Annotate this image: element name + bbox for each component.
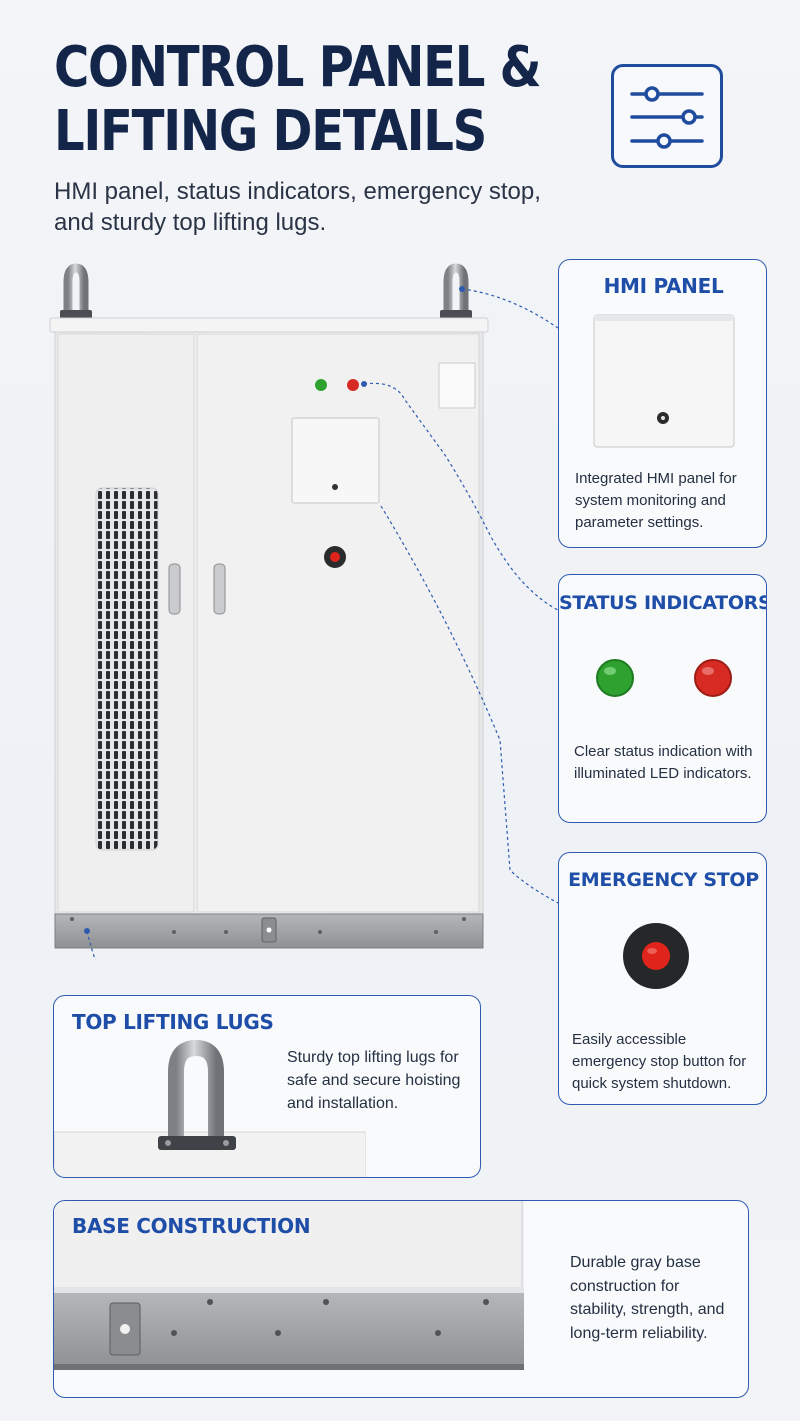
sliders-icon [611, 64, 723, 168]
card-status-indicators: STATUS INDICATORS Clear status indicatio… [558, 574, 767, 823]
base-closeup [54, 1201, 524, 1370]
emergency-stop-cap [330, 552, 340, 562]
card-estop-text: Easily accessible emergency stop button … [572, 1031, 747, 1092]
card-base-title: BASE CONSTRUCTION [72, 1214, 311, 1238]
lifting-lug-closeup [54, 1039, 366, 1177]
left-door-handle [168, 563, 181, 615]
card-lugs-text: Sturdy top lifting lugs for safe and sec… [287, 1049, 461, 1112]
base-bolts [70, 917, 466, 934]
page-subtitle: HMI panel, status indicators, emergency … [54, 178, 541, 236]
card-hmi-panel: HMI PANEL Integrated HMI panel for syste… [558, 259, 767, 548]
card-status-title: STATUS INDICATORS [559, 592, 767, 614]
page-title: CONTROL PANEL & LIFTING DETAILS [54, 35, 542, 164]
right-door-handle [213, 563, 226, 615]
status-leds-closeup [596, 659, 732, 697]
hmi-keyhole-icon [332, 484, 338, 490]
hmi-panel [291, 417, 380, 504]
card-emergency-stop: EMERGENCY STOP Easily accessible emergen… [558, 852, 767, 1105]
card-status-text: Clear status indication with illuminated… [574, 743, 753, 782]
cabinet-top [49, 317, 489, 333]
indicator-red [347, 379, 359, 391]
emergency-stop-closeup [623, 923, 689, 989]
card-base-text: Durable gray base construction for stabi… [570, 1254, 725, 1342]
page-title-line-2: LIFTING DETAILS [54, 99, 487, 164]
card-estop-title: EMERGENCY STOP [568, 869, 759, 891]
card-hmi-title: HMI PANEL [603, 274, 724, 298]
indicator-green [315, 379, 327, 391]
ventilation-louver [95, 487, 159, 851]
page-title-line-1: CONTROL PANEL & [54, 35, 542, 100]
base-bracket-bolt [266, 927, 272, 933]
hmi-panel-closeup [593, 314, 735, 448]
lifting-lug-left [60, 263, 92, 319]
label-plate [438, 362, 476, 409]
cabinet-illustration [49, 263, 559, 960]
card-top-lifting-lugs: TOP LIFTING LUGS Sturdy top lifting lugs… [53, 995, 481, 1178]
leader-dots [84, 286, 465, 934]
card-base-construction: BASE CONSTRUCTION Durable gray base cons… [53, 1200, 749, 1398]
card-hmi-text: Integrated HMI panel for system monitori… [575, 470, 737, 531]
card-lugs-title: TOP LIFTING LUGS [72, 1010, 274, 1034]
leader-lines [86, 288, 559, 960]
sliders-icon-graphic [630, 86, 704, 149]
lifting-lug-right [440, 263, 472, 319]
